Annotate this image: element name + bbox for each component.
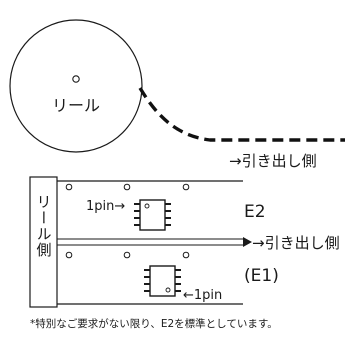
feed-direction-label-top: →引き出し側 <box>229 152 317 170</box>
chip-e1-pins <box>144 269 181 292</box>
pin1-label-lower: ←1pin <box>183 288 222 303</box>
variant-label-e2: E2 <box>244 202 266 222</box>
pin1-marker <box>144 203 150 209</box>
pin1-label-upper: 1pin→ <box>86 199 125 214</box>
tape-leader <box>138 87 345 142</box>
reel: リール <box>9 19 143 153</box>
reel-hub <box>72 75 80 83</box>
reel-side-box: リール側 <box>29 176 58 308</box>
middle-arrow-head <box>243 237 252 247</box>
chip-e1 <box>144 265 181 297</box>
footnote: *特別なご要求がない限り、E2を標準としています。 <box>30 317 278 330</box>
variant-label-e1: (E1) <box>244 266 279 286</box>
reel-outline <box>9 19 143 153</box>
sprocket-holes-upper <box>65 183 190 191</box>
chip-e2 <box>134 199 171 231</box>
reel-label: リール <box>52 96 100 115</box>
pin1-marker <box>165 287 171 293</box>
chip-e2-pins <box>134 203 171 226</box>
sprocket-holes-lower <box>65 251 190 259</box>
feed-direction-label-middle: →引き出し側 <box>252 234 340 252</box>
reel-side-label: リール側 <box>35 194 53 258</box>
